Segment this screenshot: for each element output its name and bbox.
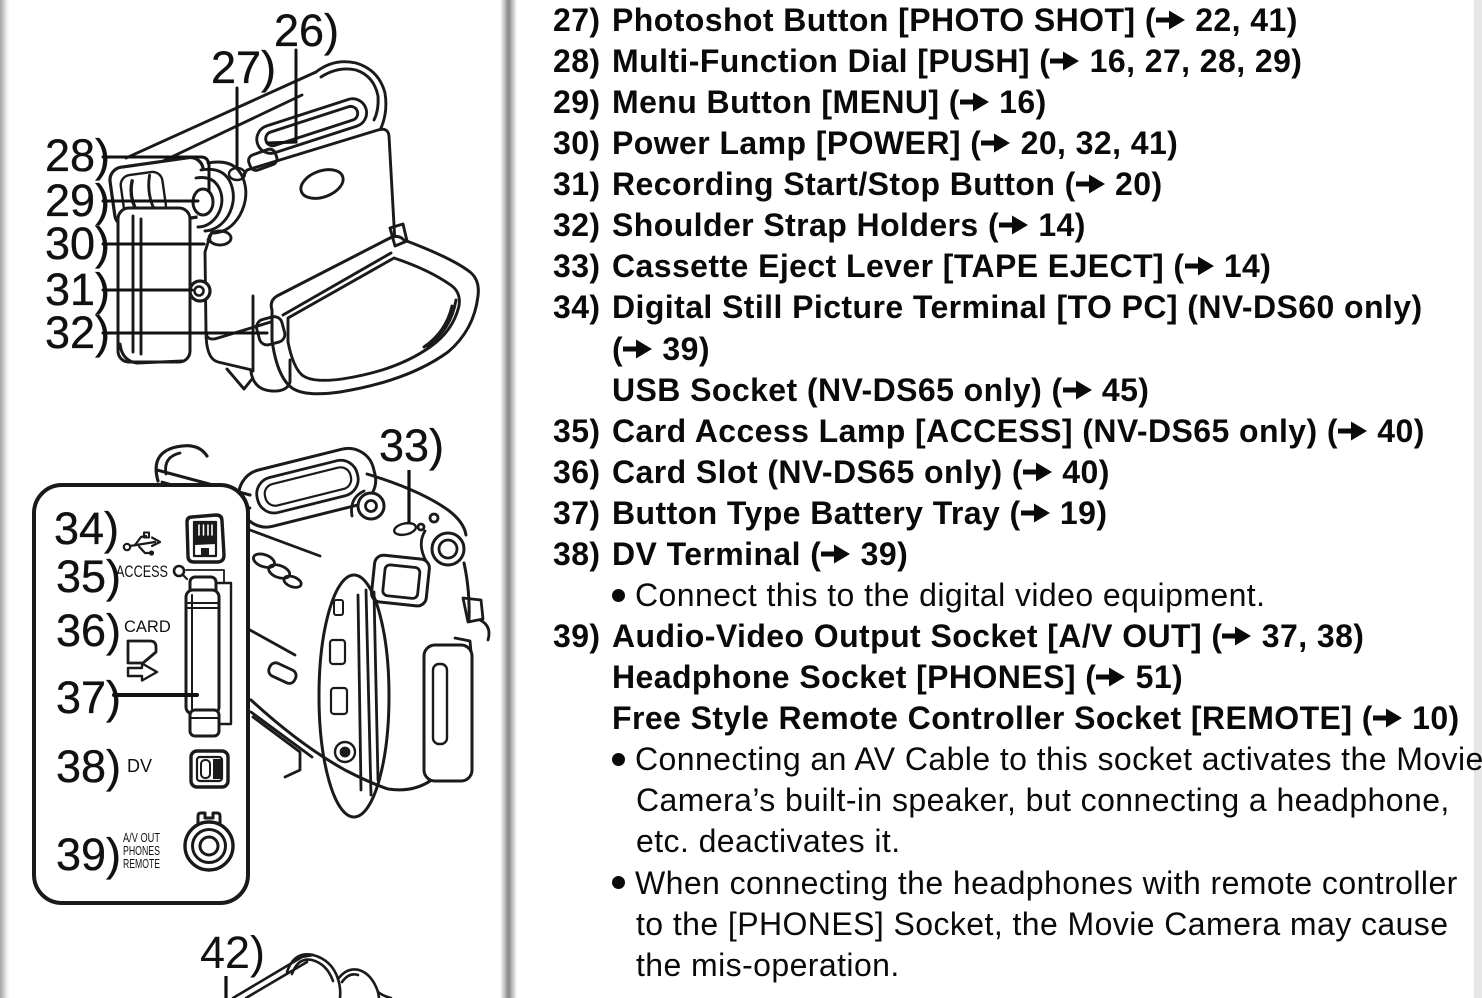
svg-text:34): 34) [54, 503, 119, 554]
svg-text:32): 32) [45, 307, 110, 358]
svg-text:39): 39) [56, 829, 121, 880]
svg-text:36): 36) [56, 605, 121, 656]
svg-text:42): 42) [200, 927, 265, 978]
svg-text:30): 30) [45, 218, 110, 269]
svg-text:33): 33) [379, 420, 444, 471]
svg-text:38): 38) [56, 741, 121, 792]
svg-text:REMOTE: REMOTE [123, 857, 160, 871]
svg-text:31): 31) [45, 264, 110, 315]
svg-text:37): 37) [56, 672, 121, 723]
svg-text:35): 35) [56, 551, 121, 602]
svg-text:A/V OUT: A/V OUT [123, 831, 160, 845]
svg-text:ACCESS: ACCESS [116, 563, 168, 581]
svg-text:27): 27) [211, 42, 276, 93]
svg-text:DV: DV [127, 756, 152, 776]
svg-text:28): 28) [45, 130, 110, 181]
svg-text:CARD: CARD [124, 618, 171, 636]
svg-text:26): 26) [274, 5, 339, 56]
svg-text:PHONES: PHONES [123, 844, 160, 858]
svg-text:29): 29) [45, 175, 110, 226]
